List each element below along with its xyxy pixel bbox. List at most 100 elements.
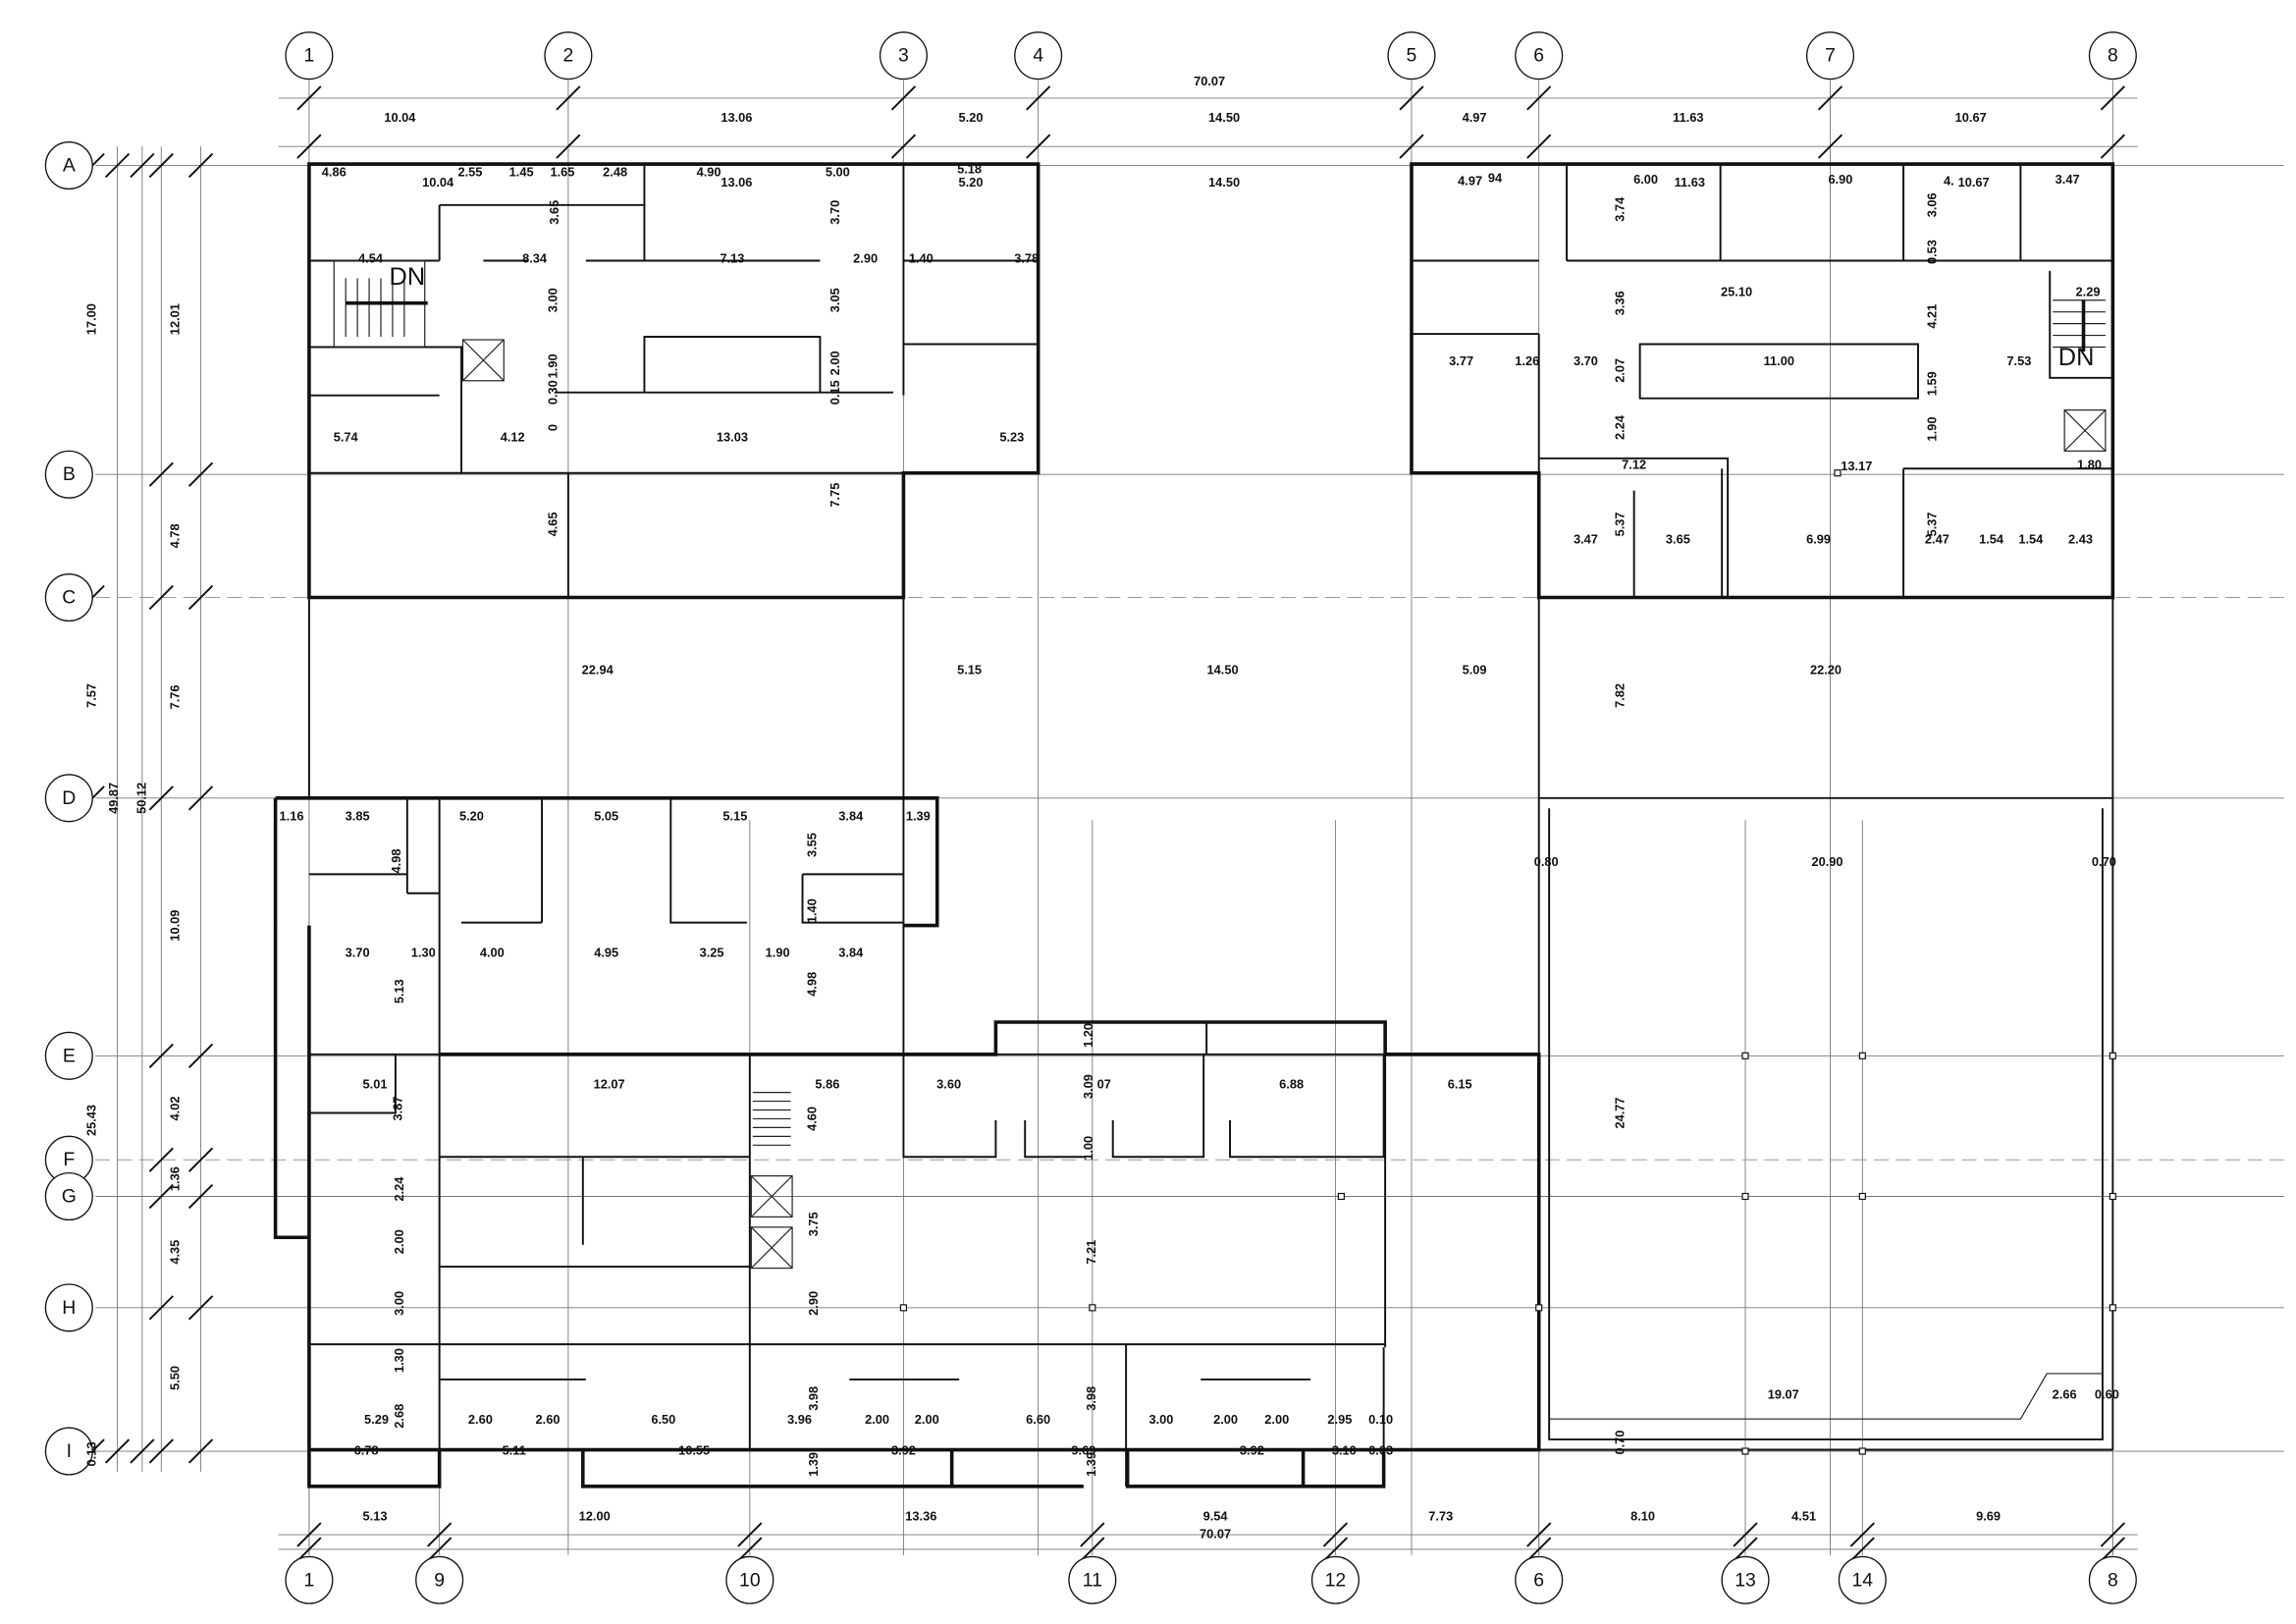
room-dimension: 6.90 [1828,172,1852,187]
room-dimension: 1.45 [509,164,534,179]
room-dimension: 8.34 [522,250,548,265]
room-dimension: 13.03 [717,429,748,444]
room-dimension: 3.09 [1081,1074,1095,1099]
room-dimension: 1.40 [909,250,934,265]
column-marker [1089,1304,1096,1312]
room-dimension: 2.55 [457,164,482,179]
room-dimension: 1.39 [1084,1452,1098,1477]
room-dimension: 5.74 [334,429,359,444]
room-dimension: 3.92 [891,1442,916,1457]
grid-bubble-label: B [63,463,76,485]
grid-bubble-top: 3 [879,31,928,81]
grid-bubble-left: D [44,774,93,823]
grid-bubble-label: 6 [1533,1569,1544,1591]
room-dimension: 0 [545,424,560,431]
room-dimension: 1.39 [906,809,931,824]
grid-bubble-circle [2088,31,2137,81]
room-dimension: 4.98 [804,972,819,997]
left-chain-dimension: 5.50 [168,1366,183,1390]
grid-bubble-bottom: 10 [725,1555,774,1604]
room-dimension: 5.86 [815,1077,839,1092]
room-dimension: 2.00 [1213,1412,1238,1427]
grid-bubble-left: A [44,140,93,190]
grid-bubble-label: 2 [563,45,574,67]
left-total-dimension: 49.87 [106,783,121,814]
left-total-dimension: 50.12 [133,783,148,814]
room-dimension: 3.96 [787,1412,812,1427]
room-dimension: 3.98 [806,1386,821,1411]
room-dimension: 0.10 [1368,1412,1393,1427]
grid-bubble-bottom: 11 [1068,1555,1117,1604]
grid-bubble-label: 3 [898,45,909,67]
room-dimension: 1.80 [2077,458,2102,472]
grid-bubble-bottom: 1 [285,1555,334,1604]
grid-bubble-left: H [44,1283,93,1332]
top-dimension: 11.63 [1673,110,1703,125]
room-dimension: 2.00 [828,351,842,375]
room-dimension: 10.04 [422,175,454,189]
grid-bubble-circle [285,1555,334,1604]
room-dimension: 4.00 [480,945,505,959]
left-outer-dimension: 17.00 [84,303,99,335]
column-marker [1535,1304,1543,1312]
room-dimension: 4.86 [322,164,347,179]
room-dimension: 2.00 [1264,1412,1289,1427]
room-dimension: 3.47 [2056,172,2080,187]
room-dimension: 6.60 [1026,1412,1050,1427]
grid-bubble-label: A [63,155,76,177]
left-outer-dimension: 0.13 [84,1442,99,1467]
left-chain-dimension: 4.78 [168,523,183,548]
room-dimension: 1.59 [1924,371,1939,396]
top-dimension: 13.06 [721,110,752,125]
grid-bubble-left: C [44,572,93,623]
room-dimension: 11.00 [1764,353,1794,368]
grid-bubble-bottom: 9 [415,1555,464,1604]
room-dimension: 2.47 [1925,532,1949,547]
left-chain-dimension: 4.35 [168,1240,183,1265]
room-dimension: 1.90 [1924,417,1939,442]
grid-bubble-left: F [44,1135,93,1184]
grid-bubble-circle [44,450,93,499]
grid-bubble-label: H [62,1297,76,1319]
column-marker [2109,1304,2116,1312]
grid-bubble-top: 2 [544,31,593,81]
room-dimension: 3.84 [838,809,864,824]
grid-bubble-circle [1805,31,1855,81]
room-dimension: 0.70 [2092,854,2116,869]
grid-bubble-label: 14 [1852,1569,1874,1591]
grid-bubble-label: 4 [1033,45,1043,67]
room-dimension: 7.82 [1613,683,1628,708]
room-dimension: 3.65 [547,200,561,225]
room-dimension: 12.07 [594,1077,625,1092]
grid-bubble-label: 5 [1407,45,1417,67]
room-dimension: 1.20 [1081,1023,1095,1048]
room-dimension: 0.30 [545,380,560,405]
room-dimension: 2.60 [536,1412,561,1427]
column-marker [1741,1192,1749,1201]
room-dimension: 5.09 [1463,662,1487,677]
room-dimension: 3.00 [1148,1412,1173,1427]
room-dimension: 5.37 [1613,512,1628,536]
room-dimension: 5.20 [459,809,484,824]
room-dimension: 4.95 [594,945,618,959]
grid-bubble-label: 8 [2108,45,2118,67]
room-dimension: 3.05 [828,288,842,312]
room-dimension: 4.65 [545,512,560,536]
room-dimension: 2.00 [865,1412,889,1427]
room-dimension: 5.13 [392,979,406,1003]
top-dimension: 10.04 [384,110,416,125]
column-marker [1858,1192,1866,1201]
room-dimension: 1.65 [550,164,574,179]
room-dimension: 14.50 [1207,662,1239,677]
grid-bubble-label: 9 [434,1569,445,1591]
room-dimension: 11.63 [1675,175,1705,189]
room-dimension: 3.77 [1449,353,1473,368]
column-marker [2109,1192,2116,1201]
grid-bubble-label: E [63,1045,76,1066]
room-dimension: 1.54 [2018,532,2044,547]
walls [273,162,2115,1489]
grid-bubble-label: 1 [304,45,315,67]
room-dimension: 3.25 [700,945,724,959]
room-dimension: 2.68 [392,1404,406,1429]
